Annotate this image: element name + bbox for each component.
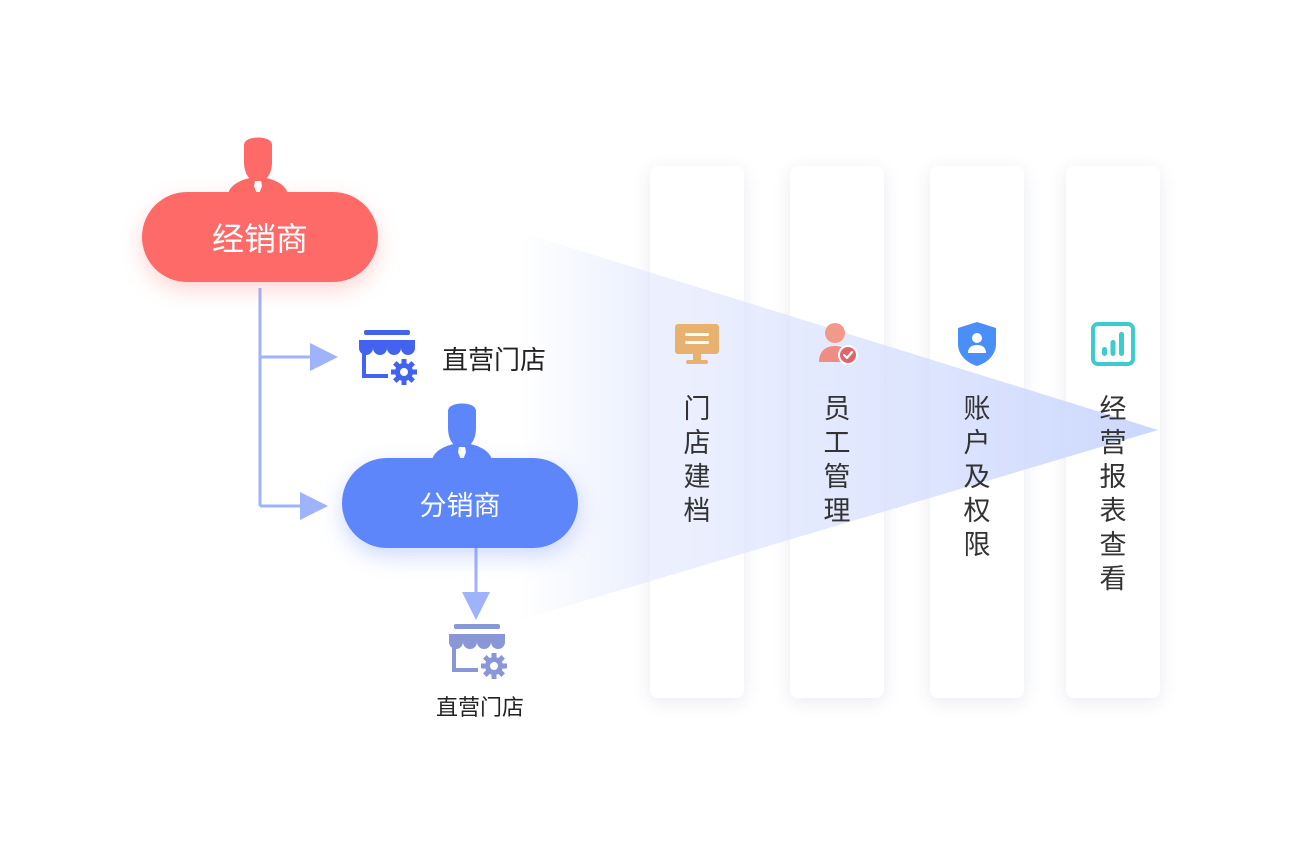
store-settings-icon — [449, 624, 507, 679]
feature-label: 员工管理 — [823, 394, 851, 526]
distributor-person-icon — [228, 137, 288, 196]
user-check-icon — [819, 323, 858, 365]
feature-label: 账户及权限 — [963, 394, 991, 560]
bar-chart-icon — [1091, 322, 1135, 366]
shield-user-icon — [958, 322, 996, 366]
arrow-down-icon — [462, 592, 490, 620]
arrow-right-icon — [300, 492, 328, 520]
feature-label: 门店建档 — [683, 394, 711, 526]
feature-staff: 员工管理 — [790, 166, 884, 698]
store-settings-icon — [359, 330, 417, 385]
distributor-label: 经销商 — [211, 221, 308, 257]
feature-reports: 经营报表查看 — [1066, 166, 1160, 698]
direct-store-label-top: 直营门店 — [442, 345, 547, 375]
sub-distributor-pill: 分销商 — [342, 458, 578, 548]
arrow-right-icon — [310, 343, 338, 371]
direct-store-label-bottom: 直营门店 — [436, 695, 525, 720]
feature-label: 经营报表查看 — [1099, 394, 1127, 594]
distributor-pill: 经销商 — [142, 192, 378, 282]
feature-store-records: 门店建档 — [650, 166, 744, 698]
feature-permissions: 账户及权限 — [930, 166, 1024, 698]
monitor-icon — [675, 324, 719, 364]
sub-distributor-label: 分销商 — [419, 490, 501, 521]
sub-distributor-person-icon — [432, 403, 492, 462]
